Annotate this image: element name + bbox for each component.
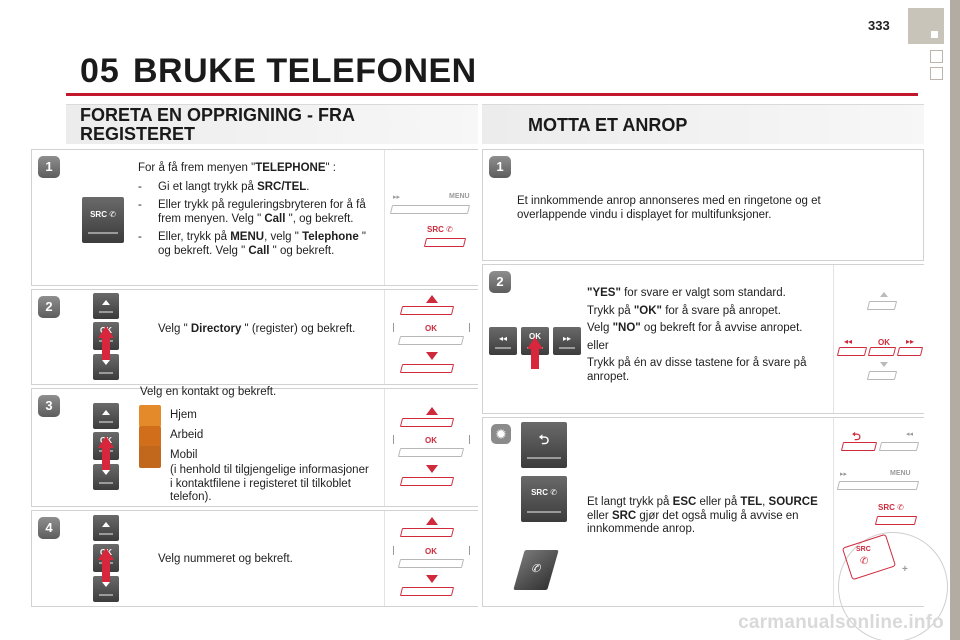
step-3-diagram: OK xyxy=(384,389,478,506)
menu-label: MENU xyxy=(449,193,470,200)
step-number-badge: 1 xyxy=(489,156,511,178)
option-mobile: Mobil xyxy=(170,449,198,461)
src-key: SRC ✆ xyxy=(521,476,567,522)
left-title-band xyxy=(66,104,478,144)
option-home: Hjem xyxy=(170,409,197,421)
home-icon xyxy=(139,405,161,427)
title-rule xyxy=(66,93,918,96)
chapter-title: BRUKE TELEFONEN xyxy=(133,52,477,90)
reject-call-text: Et langt trykk på ESC eller på TEL, SOUR… xyxy=(587,496,818,535)
down-arrow-icon xyxy=(426,465,438,473)
down-arrow-icon xyxy=(426,352,438,360)
left-step-2: 2 OK Velg " Directory " (register) og be… xyxy=(31,289,478,385)
step-4-text: Velg nummeret og bekreft. xyxy=(158,553,293,565)
chapter-number: 05 xyxy=(80,52,120,90)
right-step-3-diagram: ⮌ ◂◂ ▸▸ MENU SRC ✆ SRC ✆ + xyxy=(833,418,948,640)
right-step-2-diagram: ◂◂ OK ▸▸ xyxy=(833,265,924,413)
step-number-badge: 2 xyxy=(489,271,511,293)
esc-key: ⮌ xyxy=(521,422,567,468)
right-section-title: MOTTA ET ANROP xyxy=(528,115,688,135)
next-key: ▸▸ xyxy=(553,327,581,355)
fast-forward-icon: ▸▸ xyxy=(906,337,915,346)
previous-key: ◂◂ xyxy=(489,327,517,355)
watermark: carmanualsonline.info xyxy=(738,612,944,633)
phone-icon: ✆ xyxy=(109,210,116,219)
mobile-phone-icon xyxy=(139,446,161,468)
rewind-icon: ◂◂ xyxy=(906,431,914,438)
step-2-diagram: OK xyxy=(384,290,478,384)
rewind-icon: ◂◂ xyxy=(844,337,853,346)
src-label: SRC ✆ xyxy=(427,225,453,234)
phone-icon: ✆ xyxy=(529,563,543,575)
return-icon: ⮌ xyxy=(852,431,861,443)
side-checkbox-icon xyxy=(930,50,943,63)
plus-icon: + xyxy=(902,564,908,575)
left-step-3: 3 OK Velg en kontakt og bekreft. Hjem Ar… xyxy=(31,386,478,507)
step-4-diagram: OK xyxy=(384,511,478,606)
press-arrow-icon xyxy=(98,436,114,448)
step-number-badge: 1 xyxy=(38,156,60,178)
fast-forward-icon: ▸▸ xyxy=(562,334,572,343)
left-step-1: 1 SRC ✆ For å få frem menyen "TELEPHONE"… xyxy=(31,149,478,286)
step-1-text: For å få frem menyen "TELEPHONE" : -Gi e… xyxy=(138,162,366,257)
step-number-badge: 4 xyxy=(38,517,60,539)
right-title-band xyxy=(482,104,924,144)
incoming-call-text: Et innkommende anrop annonseres med en r… xyxy=(517,195,821,221)
down-arrow-icon xyxy=(426,575,438,583)
step-3-note: (i henhold til tilgjengelige informasjon… xyxy=(170,464,369,503)
src-key: SRC ✆ xyxy=(82,197,124,243)
up-arrow-icon xyxy=(426,295,438,303)
return-icon: ⮌ xyxy=(538,432,550,447)
fast-forward-icon: ▸▸ xyxy=(840,471,848,478)
side-bar xyxy=(950,0,960,640)
press-arrow-icon xyxy=(98,548,114,560)
fast-forward-icon: ▸▸ xyxy=(393,194,401,201)
tel-key: ✆ xyxy=(513,550,559,590)
up-arrow-icon xyxy=(426,517,438,525)
step-3-text: Velg en kontakt og bekreft. xyxy=(140,386,277,398)
phone-icon: ✆ xyxy=(860,556,869,567)
right-step-3: ✹ ⮌ SRC ✆ ✆ Et langt trykk på ESC eller … xyxy=(482,417,948,640)
rewind-icon: ◂◂ xyxy=(498,334,508,343)
phone-icon: ✆ xyxy=(550,488,557,497)
up-arrow-icon xyxy=(426,407,438,415)
press-arrow-icon xyxy=(98,326,114,338)
step-number-badge: 3 xyxy=(38,395,60,417)
up-key xyxy=(93,403,119,429)
step-1-diagram: ▸▸ MENU SRC ✆ xyxy=(384,150,478,285)
option-work: Arbeid xyxy=(170,429,204,441)
page-number: 333 xyxy=(868,18,890,33)
left-section-title: FORETA EN OPPRIGNING - FRA REGISTERET xyxy=(80,105,356,144)
step-number-badge: 2 xyxy=(38,296,60,318)
step-2-text: Velg " Directory " (register) og bekreft… xyxy=(158,323,356,335)
right-step-2: 2 ◂◂ OK ▸▸ "YES" for svare er valgt som … xyxy=(482,264,924,414)
work-icon xyxy=(139,426,161,448)
press-arrow-icon xyxy=(527,337,543,349)
page-corner-tab xyxy=(908,8,944,44)
right-step-1: 1 Et innkommende anrop annonseres med en… xyxy=(482,149,924,261)
up-key xyxy=(93,293,119,319)
gear-icon: ✹ xyxy=(491,424,511,444)
side-checkbox-icon xyxy=(930,67,943,80)
steering-wheel xyxy=(838,532,948,640)
left-step-4: 4 OK Velg nummeret og bekreft. OK xyxy=(31,510,478,607)
up-key xyxy=(93,515,119,541)
answer-call-text: "YES" for svare er valgt som standard. T… xyxy=(587,287,807,383)
